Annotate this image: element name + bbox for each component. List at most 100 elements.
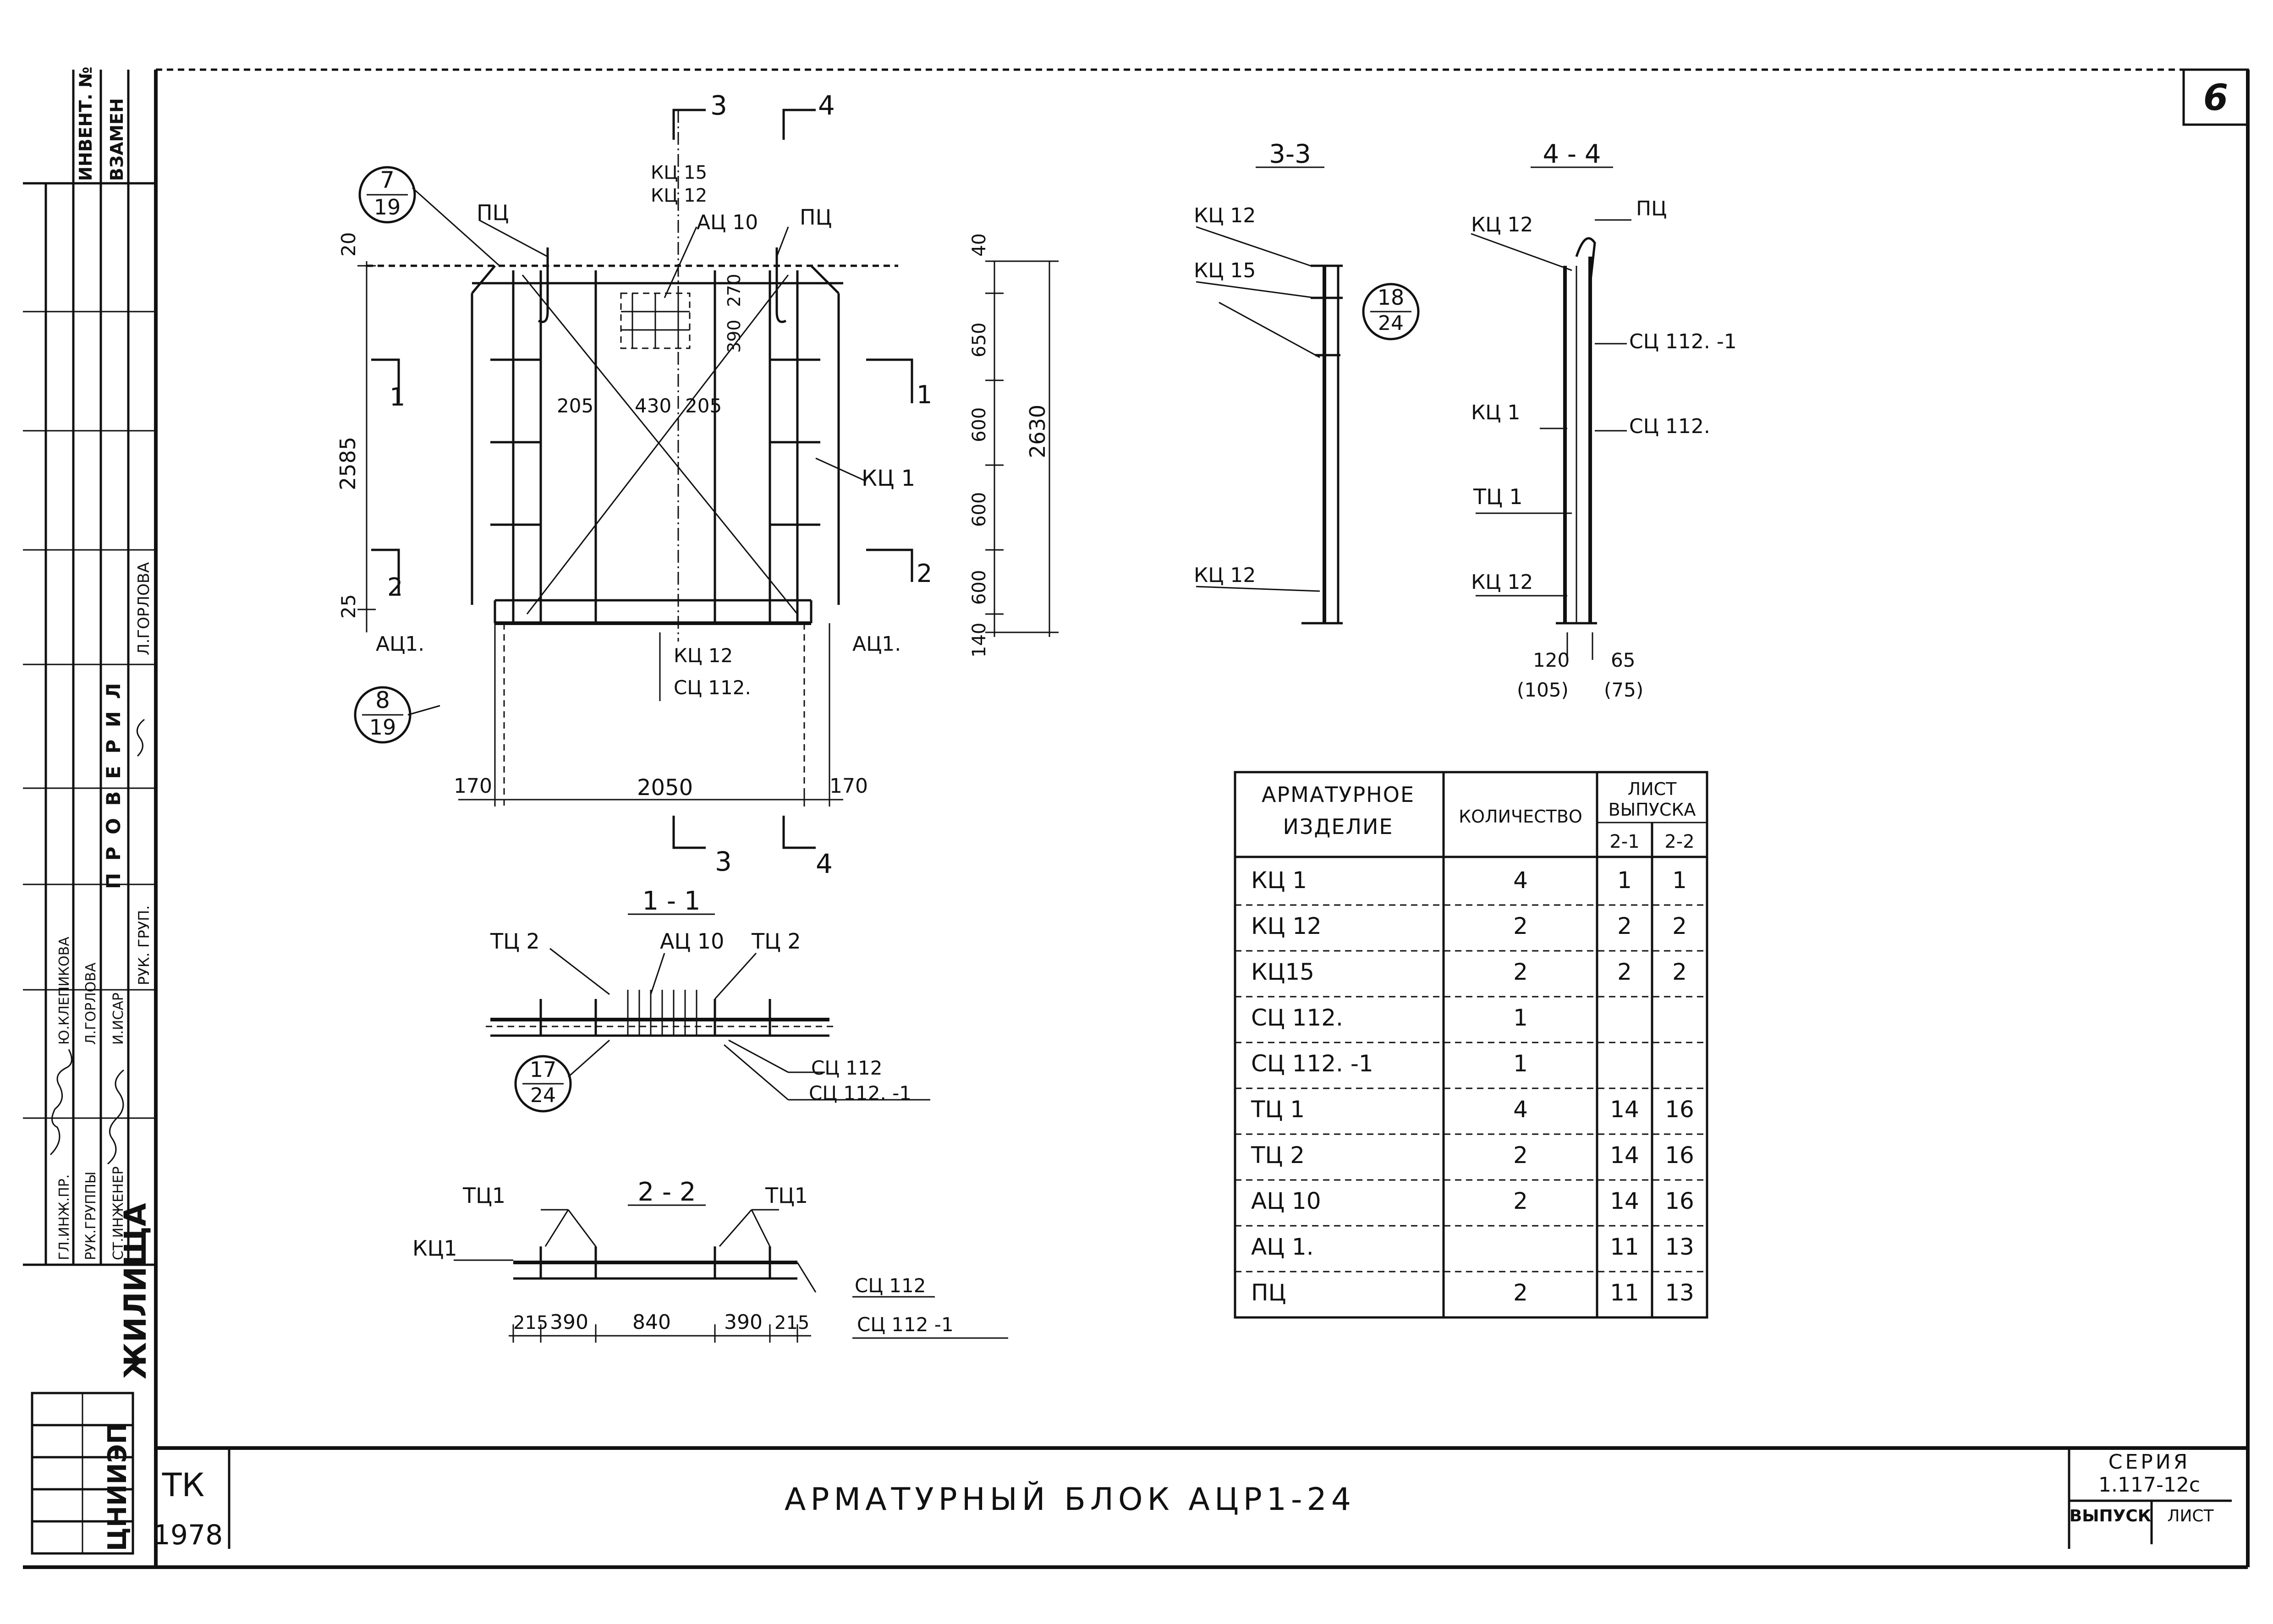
label-1-1-ac10: АЦ 10 <box>660 929 724 954</box>
dim-270: 270 <box>724 274 744 307</box>
section-4-4-title: 4 - 4 <box>1543 139 1601 169</box>
table-cell-s22: 16 <box>1665 1096 1694 1123</box>
label-4-4-kc1: КЦ 1 <box>1471 401 1520 424</box>
dim-650: 650 <box>969 323 990 357</box>
dim-170-left: 170 <box>454 774 492 798</box>
label-ac1-left: АЦ1. <box>376 632 424 656</box>
stamp-inv: ИНВЕНТ. № <box>76 66 96 181</box>
dim-2050: 2050 <box>637 775 693 801</box>
callout-17-den: 24 <box>530 1084 556 1107</box>
stamp-checked: П Р О В Е Р И Л <box>102 680 125 889</box>
org-suffix: ЖИЛИЩА <box>118 1203 153 1379</box>
section-mark-2-left: 2 <box>387 573 403 602</box>
label-3-3-kc15: КЦ 15 <box>1194 259 1256 282</box>
parts-table-grid <box>1234 771 1708 1319</box>
table-cell-item: КЦ15 <box>1251 959 1314 985</box>
label-3-3-kc12-top: КЦ 12 <box>1194 204 1256 227</box>
table-header-22: 2-2 <box>1664 831 1694 852</box>
callout-18-num: 18 <box>1378 285 1405 310</box>
dim-40: 40 <box>969 233 990 257</box>
code: ТК <box>162 1466 204 1504</box>
drawing-title: АРМАТУРНЫЙ БЛОК АЦР1-24 <box>785 1481 1356 1518</box>
sheet-number: 6 <box>2203 77 2228 119</box>
label-1-1-sc112: СЦ 112 <box>811 1057 882 1079</box>
dim-2-2-390-right: 390 <box>724 1311 763 1334</box>
stamp-head-group: РУК. ГРУП. <box>135 905 153 985</box>
callout-18-den: 24 <box>1378 312 1404 335</box>
table-cell-s22: 16 <box>1665 1188 1694 1214</box>
label-1-1-sc112-1: СЦ 112. -1 <box>809 1082 911 1104</box>
callout-bottom-num: 8 <box>375 687 390 713</box>
table-cell-item: ПЦ <box>1251 1279 1286 1306</box>
label-ac1-right: АЦ1. <box>852 632 901 656</box>
stamp-name-1: Ю.КЛЕПИКОВА <box>56 937 72 1045</box>
dim-2-2-390-left: 390 <box>550 1311 588 1334</box>
table-cell-item: АЦ 1. <box>1251 1234 1314 1260</box>
section-2-2-geometry <box>454 1204 1008 1343</box>
table-cell-s21: 14 <box>1610 1096 1639 1123</box>
label-4-4-sc112: СЦ 112. <box>1629 415 1710 438</box>
table-cell-qty: 2 <box>1513 959 1528 985</box>
dim-140: 140 <box>969 623 990 658</box>
dim-4-4-65: 65 <box>1611 649 1635 671</box>
stamp-name-3: И.ИСАР <box>110 993 126 1045</box>
dim-600-c: 600 <box>969 570 990 605</box>
section-mark-2-right: 2 <box>917 559 932 588</box>
section-mark-1-left: 1 <box>390 383 405 411</box>
table-header-qty: КОЛИЧЕСТВО <box>1459 807 1582 827</box>
label-kc15: КЦ 15 <box>651 162 707 183</box>
section-mark-4-bottom: 4 <box>816 848 833 879</box>
sheet-frame <box>23 68 2250 1569</box>
table-cell-s22: 13 <box>1665 1234 1694 1260</box>
dim-4-4-120: 120 <box>1533 649 1570 671</box>
table-header-21: 2-1 <box>1609 831 1639 852</box>
signature-1 <box>49 1049 72 1156</box>
label-2-2-sc112-1: СЦ 112 -1 <box>857 1313 954 1336</box>
table-cell-item: СЦ 112. <box>1251 1004 1343 1031</box>
section-1-1-title: 1 - 1 <box>642 886 700 916</box>
table-header-item-2: ИЗДЕЛИЕ <box>1283 814 1394 839</box>
dim-600-b: 600 <box>969 492 990 527</box>
dim-25: 25 <box>337 594 360 619</box>
dim-4-4-75: (75) <box>1604 679 1643 701</box>
label-4-4-tc1: ТЦ 1 <box>1473 484 1523 509</box>
table-cell-qty: 4 <box>1513 867 1528 894</box>
table-cell-qty: 2 <box>1513 1188 1528 1214</box>
series-label: СЕРИЯ <box>2108 1450 2191 1474</box>
callout-17-num: 17 <box>530 1057 557 1082</box>
label-kc12-bottom: КЦ 12 <box>674 644 733 667</box>
dim-600-a: 600 <box>969 407 990 442</box>
table-cell-item: СЦ 112. -1 <box>1251 1050 1373 1077</box>
table-cell-qty: 1 <box>1513 1004 1528 1031</box>
label-sc112: СЦ 112. <box>674 676 751 699</box>
org-logo <box>31 1392 134 1555</box>
org-logo-text: ЦНИИЭП <box>103 1422 132 1551</box>
callout-top-den: 19 <box>374 195 401 219</box>
table-cell-s21: 14 <box>1610 1188 1639 1214</box>
label-kc1: КЦ 1 <box>862 466 915 491</box>
table-cell-s21: 2 <box>1617 913 1632 939</box>
dim-4-4-105: (105) <box>1517 679 1569 701</box>
label-1-1-tc2-left: ТЦ 2 <box>490 929 540 954</box>
label-2-2-sc112: СЦ 112 <box>855 1274 926 1297</box>
stamp-role-2: РУК.ГРУППЫ <box>83 1172 99 1260</box>
dim-2585: 2585 <box>335 437 360 490</box>
table-cell-s22: 2 <box>1672 959 1687 985</box>
table-cell-s21: 11 <box>1610 1234 1639 1260</box>
table-cell-s21: 2 <box>1617 959 1632 985</box>
label-pc-left: ПЦ <box>477 200 509 225</box>
dim-2-2-215-right: 215 <box>774 1312 809 1333</box>
table-cell-item: ТЦ 1 <box>1251 1096 1305 1123</box>
section-mark-3-bottom: 3 <box>715 846 732 877</box>
dim-2-2-215-left: 215 <box>513 1312 548 1333</box>
dim-2630: 2630 <box>1025 405 1050 458</box>
dim-20: 20 <box>337 232 360 257</box>
table-cell-qty: 1 <box>1513 1050 1528 1077</box>
dim-430: 430 <box>635 395 671 417</box>
table-cell-s22: 2 <box>1672 913 1687 939</box>
section-mark-1-right: 1 <box>917 380 932 409</box>
label-2-2-tc1-left: ТЦ1 <box>462 1183 505 1208</box>
section-mark-3-top: 3 <box>710 90 727 121</box>
label-ac10: АЦ 10 <box>697 211 758 234</box>
